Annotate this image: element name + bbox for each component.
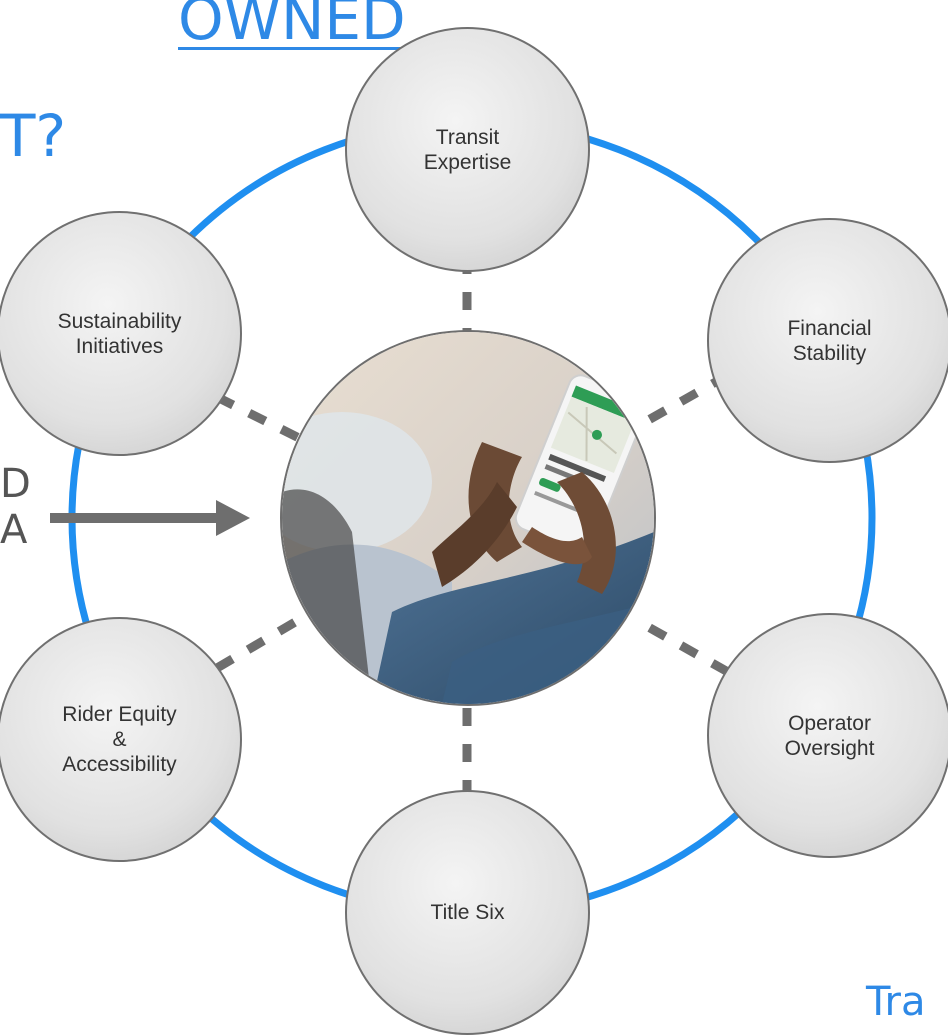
connector-lower-left bbox=[214, 614, 305, 672]
node-transit-expertise-label: Transit Expertise bbox=[423, 125, 512, 174]
node-sustainability-label: Sustainability Initiatives bbox=[57, 309, 182, 358]
arrow bbox=[50, 500, 250, 536]
heading-line-1[interactable]: OWNED bbox=[178, 0, 406, 53]
node-sustainability-initiatives: Sustainability Initiatives bbox=[0, 211, 242, 456]
center-photo bbox=[280, 330, 656, 706]
left-text-fragment-1: D bbox=[0, 461, 31, 507]
node-rider-equity-accessibility: Rider Equity & Accessibility bbox=[0, 617, 242, 862]
phone-user-illustration bbox=[282, 332, 654, 704]
heading-line-2: T? bbox=[0, 102, 67, 170]
node-financial-stability: Financial Stability bbox=[707, 218, 948, 463]
node-title-six: Title Six bbox=[345, 790, 590, 1035]
connector-upper-left bbox=[214, 392, 306, 445]
node-title-six-label: Title Six bbox=[430, 901, 505, 924]
connector-lower-right bbox=[640, 620, 731, 676]
left-text-fragment-2: A bbox=[0, 507, 28, 553]
node-operator-oversight-label: Operator Oversight bbox=[784, 711, 875, 760]
node-rider-equity-label: Rider Equity & Accessibility bbox=[62, 703, 177, 776]
bottom-right-text-fragment: Tra bbox=[866, 979, 926, 1025]
node-financial-stability-label: Financial Stability bbox=[787, 316, 872, 365]
node-transit-expertise: Transit Expertise bbox=[345, 27, 590, 272]
node-operator-oversight: Operator Oversight bbox=[707, 613, 948, 858]
